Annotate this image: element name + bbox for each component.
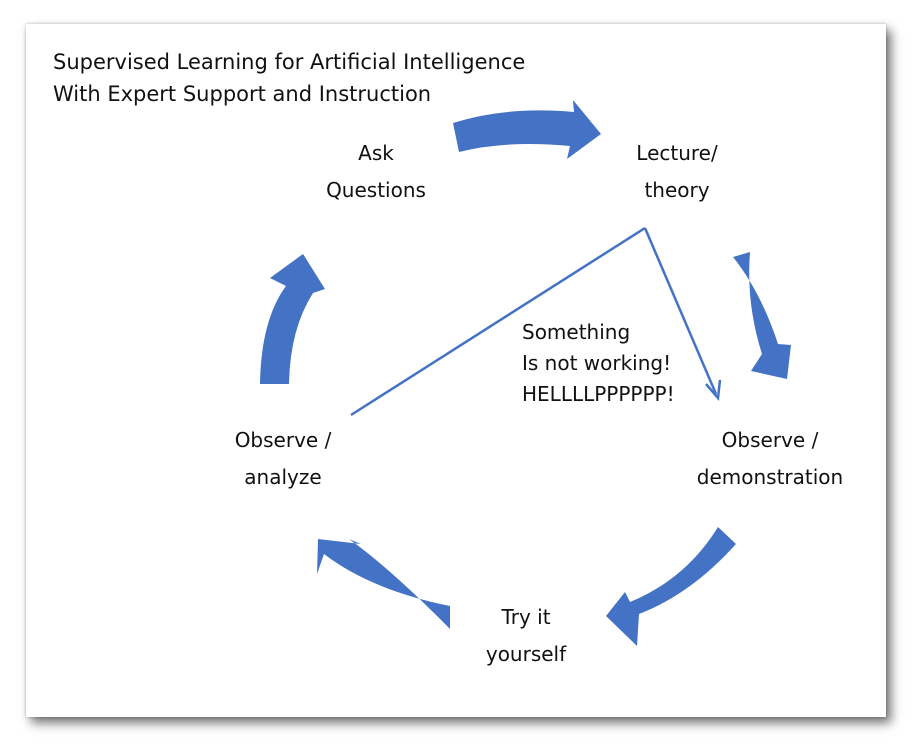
node-lecture-theory: Lecture/ theory xyxy=(636,135,717,209)
callout-arrowhead xyxy=(705,379,722,401)
callout-line-1: Something xyxy=(522,320,631,344)
cycle-diagram xyxy=(260,100,791,646)
diagram-card: Supervised Learning for Artificial Intel… xyxy=(26,24,886,717)
node-lecture-theory-line-2: theory xyxy=(644,178,710,202)
node-ask-questions: Ask Questions xyxy=(326,135,426,209)
node-observe-analyze: Observe / analyze xyxy=(235,422,332,496)
callout-line-from-analyze xyxy=(350,226,646,417)
node-observe-demonstration-line-2: demonstration xyxy=(696,465,844,489)
title-line-1: Supervised Learning for Artificial Intel… xyxy=(53,50,526,74)
diagram-title: Supervised Learning for Artificial Intel… xyxy=(53,46,525,110)
arrow-analyze-to-ask xyxy=(260,254,325,384)
arrow-try-to-analyze xyxy=(317,539,450,629)
callout-line-2: Is not working! xyxy=(522,351,672,375)
node-lecture-theory-line-1: Lecture/ xyxy=(636,141,718,165)
node-observe-analyze-line-1: Observe / xyxy=(234,428,332,452)
arrow-demonstration-to-try xyxy=(606,527,736,646)
title-line-2: With Expert Support and Instruction xyxy=(53,82,432,106)
callout-line-3: HELLLLPPPPPP! xyxy=(522,382,675,406)
arrow-lecture-to-demonstration xyxy=(733,252,791,379)
node-try-it-yourself-line-1: Try it xyxy=(501,605,551,629)
node-ask-questions-line-1: Ask xyxy=(358,141,394,165)
node-ask-questions-line-2: Questions xyxy=(326,178,426,202)
callout-text: Something Is not working! HELLLLPPPPPP! xyxy=(522,317,675,410)
callout-line-to-demonstration xyxy=(643,227,718,395)
node-observe-demonstration: Observe / demonstration xyxy=(697,422,843,496)
node-observe-analyze-line-2: analyze xyxy=(244,465,322,489)
node-try-it-yourself: Try it yourself xyxy=(486,599,566,673)
node-observe-demonstration-line-1: Observe / xyxy=(721,428,819,452)
arrow-ask-to-lecture xyxy=(453,100,601,159)
node-try-it-yourself-line-2: yourself xyxy=(485,642,567,666)
